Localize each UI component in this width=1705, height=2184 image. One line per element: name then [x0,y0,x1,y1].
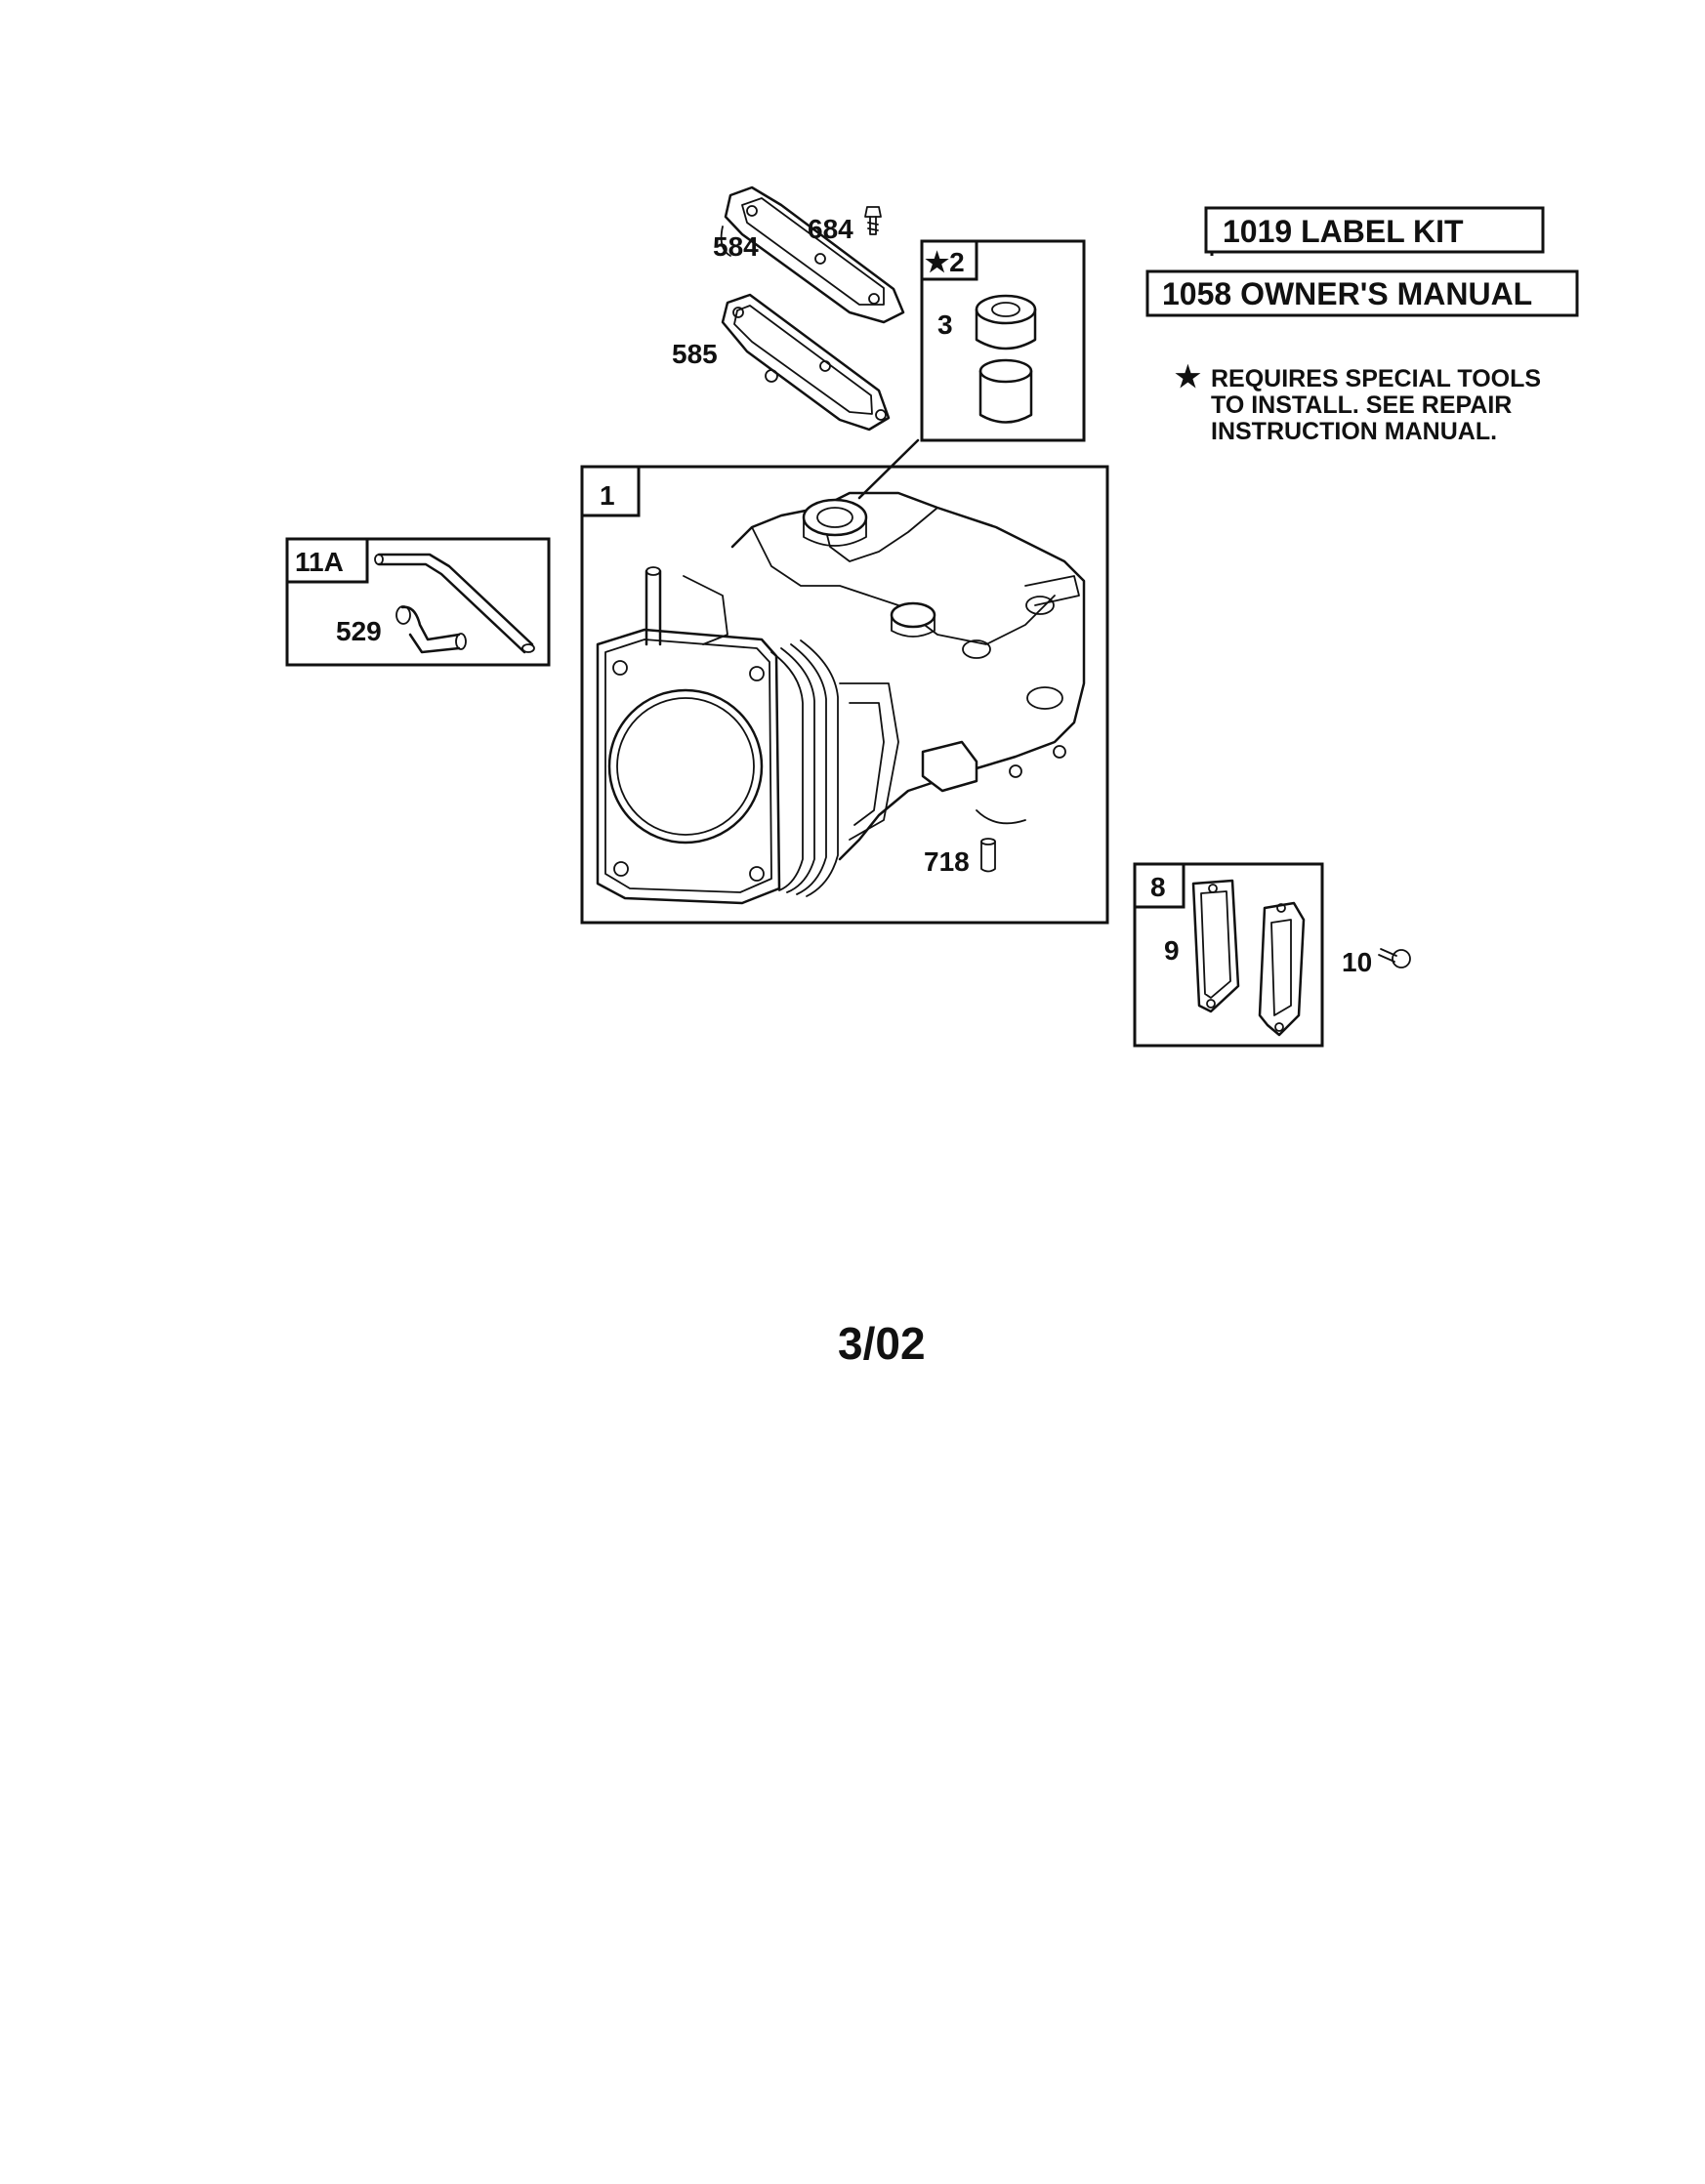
date-code: 3/02 [838,1318,926,1369]
cover-kit-box: 8 9 10 [1133,862,1411,1048]
part-label-684: 684 [808,214,853,244]
part-label-529: 529 [336,616,382,646]
part-label-10: 10 [1342,947,1372,977]
part-label-584: 584 [713,231,759,262]
note-line-3: INSTRUCTION MANUAL. [1211,418,1497,445]
part-label-3: 3 [937,309,953,340]
star-icon: ★ [1175,361,1201,393]
label-kit-box: 1019 LABEL KIT [1204,206,1545,256]
special-tools-note: ★ REQUIRES SPECIAL TOOLS TO INSTALL. SEE… [1175,361,1541,445]
label-kit-text: 1019 LABEL KIT [1223,214,1464,249]
part-label-718: 718 [924,846,970,877]
part-label-8: 8 [1150,872,1166,902]
owners-manual-text: 1058 OWNER'S MANUAL [1162,276,1532,311]
part-label-585: 585 [672,339,718,369]
bushing-kit-box: ★2 3 [857,239,1086,500]
part-label-9: 9 [1164,935,1180,966]
note-line-2: TO INSTALL. SEE REPAIR [1211,391,1512,419]
cylinder-block-box: 1 [580,465,1109,925]
breather-plate-584: 584 [713,185,905,324]
breather-gasket-585: 585 [672,293,891,432]
screw-684: 684 [808,206,882,244]
owners-manual-box: 1058 OWNER'S MANUAL [1145,269,1579,317]
part-label-11a: 11A [295,547,344,577]
part-label-2: ★2 [925,247,965,277]
tube-kit-box: 11A 529 [285,537,551,667]
note-line-1: REQUIRES SPECIAL TOOLS [1211,365,1541,392]
part-label-1: 1 [600,480,615,511]
